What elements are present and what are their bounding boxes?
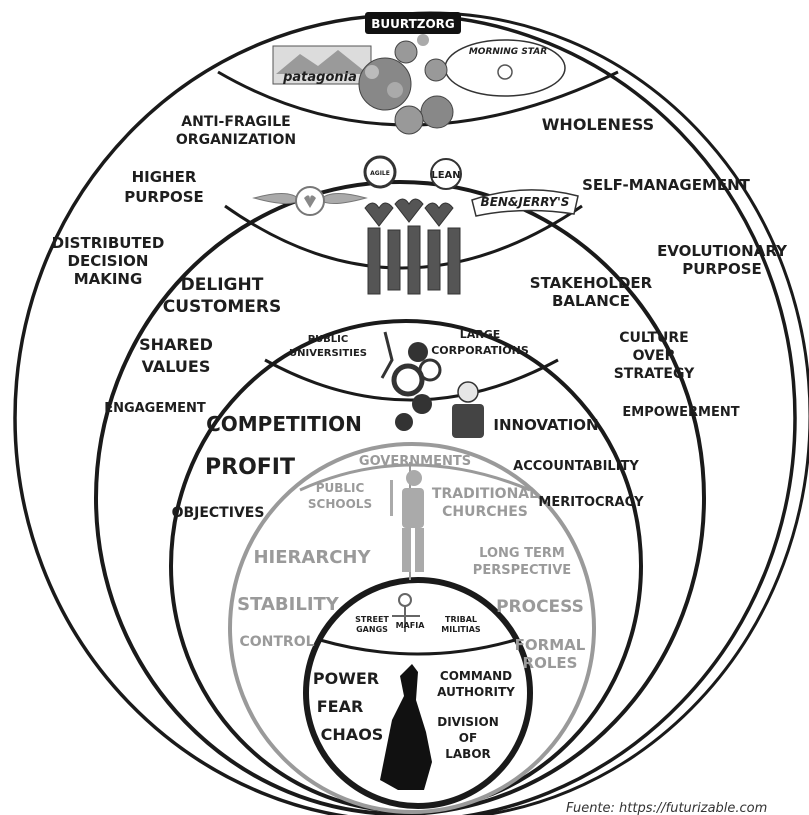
arc-green-divider bbox=[224, 204, 583, 270]
arc-red-divider bbox=[319, 638, 516, 656]
gangster-icon bbox=[392, 593, 420, 632]
agile-logo: AGILE bbox=[363, 155, 397, 189]
label-tribal: TRIBAL bbox=[445, 615, 477, 624]
label-purpose: PURPOSE bbox=[124, 188, 204, 206]
label-large: LARGE bbox=[460, 328, 501, 341]
label-profit: PROFIT bbox=[205, 455, 295, 480]
label-gangs: GANGS bbox=[356, 625, 388, 634]
label-militias: MILITIAS bbox=[441, 625, 481, 634]
label-decision: DECISION bbox=[68, 252, 149, 270]
label-corporations: CORPORATIONS bbox=[431, 344, 529, 357]
label-shared: SHARED bbox=[139, 335, 213, 354]
people-hearts-icon bbox=[364, 198, 461, 295]
buurtzorg-logo: BUURTZORG bbox=[365, 12, 461, 34]
label-labor: LABOR bbox=[445, 747, 491, 761]
label-authority: AUTHORITY bbox=[437, 685, 515, 699]
label-culture: CULTURE bbox=[619, 330, 689, 346]
label-stakeholder: STAKEHOLDER bbox=[530, 274, 653, 292]
label-evolutionary-purpose: PURPOSE bbox=[682, 260, 762, 278]
label-control: CONTROL bbox=[239, 634, 314, 650]
label-schools: SCHOOLS bbox=[308, 497, 372, 511]
label-of: OF bbox=[459, 731, 477, 745]
lean-logo: LEAN bbox=[430, 158, 462, 190]
svg-text:BUURTZORG: BUURTZORG bbox=[371, 17, 455, 31]
label-division: DIVISION bbox=[437, 715, 499, 729]
label-making: MAKING bbox=[74, 270, 143, 288]
businessman-icon bbox=[452, 381, 484, 438]
label-public-schools-1: PUBLIC bbox=[316, 481, 365, 495]
label-strategy: STRATEGY bbox=[614, 366, 695, 382]
label-chaos: CHAOS bbox=[321, 725, 384, 744]
label-objectives: OBJECTIVES bbox=[172, 505, 265, 521]
label-innovation: INNOVATION bbox=[493, 416, 598, 434]
arc-amber-divider bbox=[299, 463, 531, 492]
label-roles: ROLES bbox=[523, 654, 578, 672]
bubbles-icon bbox=[358, 34, 454, 135]
label-long-term: LONG TERM bbox=[479, 546, 565, 561]
label-public: PUBLIC bbox=[308, 334, 349, 345]
label-governments: GOVERNMENTS bbox=[359, 454, 471, 469]
svg-text:AGILE: AGILE bbox=[370, 170, 390, 177]
label-higher: HIGHER bbox=[132, 168, 197, 186]
label-empowerment: EMPOWERMENT bbox=[622, 405, 739, 420]
label-formal: FORMAL bbox=[515, 636, 586, 654]
label-process: PROCESS bbox=[496, 597, 584, 617]
label-accountability: ACCOUNTABILITY bbox=[513, 459, 639, 474]
label-perspective: PERSPECTIVE bbox=[473, 563, 571, 578]
label-power: POWER bbox=[313, 669, 379, 688]
svg-text:MORNING STAR: MORNING STAR bbox=[469, 47, 547, 57]
label-wholeness: WHOLENESS bbox=[542, 115, 654, 134]
arc-orange-divider bbox=[264, 358, 559, 402]
label-distributed: DISTRIBUTED bbox=[52, 234, 165, 252]
ben-jerrys-logo: BEN&JERRY'S bbox=[471, 189, 579, 217]
morning-star-logo: MORNING STAR bbox=[444, 39, 566, 97]
wings-heart-logo bbox=[252, 186, 368, 216]
svg-text:LEAN: LEAN bbox=[431, 170, 460, 181]
label-anti-fragile: ANTI-FRAGILE bbox=[181, 114, 290, 130]
svg-text:BEN&JERRY'S: BEN&JERRY'S bbox=[481, 195, 570, 209]
label-churches: CHURCHES bbox=[442, 504, 528, 520]
label-values: VALUES bbox=[142, 357, 211, 376]
label-meritocracy: MERITOCRACY bbox=[538, 495, 644, 510]
label-command: COMMAND bbox=[440, 669, 512, 683]
label-competition: COMPETITION bbox=[206, 412, 362, 436]
label-over: OVER bbox=[633, 348, 676, 364]
machine-gears-icon bbox=[380, 331, 442, 431]
wolf-icon bbox=[380, 664, 432, 790]
label-stability: STABILITY bbox=[237, 594, 340, 615]
label-evolutionary: EVOLUTIONARY bbox=[657, 242, 788, 260]
soldier-icon bbox=[390, 470, 424, 572]
label-universities: UNIVERSITIES bbox=[289, 348, 367, 359]
svg-text:patagonia: patagonia bbox=[282, 70, 357, 85]
label-delight: DELIGHT bbox=[181, 275, 264, 295]
label-organization: ORGANIZATION bbox=[176, 132, 296, 148]
label-fear: FEAR bbox=[317, 697, 364, 716]
label-engagement: ENGAGEMENT bbox=[104, 401, 206, 416]
label-balance: BALANCE bbox=[552, 292, 630, 310]
label-self-management: SELF-MANAGEMENT bbox=[582, 176, 751, 194]
label-street: STREET bbox=[355, 615, 389, 624]
label-traditional: TRADITIONAL bbox=[432, 486, 538, 502]
source-credit: Fuente: https://futurizable.com bbox=[566, 801, 767, 815]
label-customers: CUSTOMERS bbox=[163, 297, 281, 317]
label-hierarchy: HIERARCHY bbox=[253, 547, 371, 568]
label-mafia: MAFIA bbox=[396, 621, 426, 630]
circle-red bbox=[303, 577, 533, 809]
patagonia-logo: patagonia bbox=[272, 45, 372, 85]
